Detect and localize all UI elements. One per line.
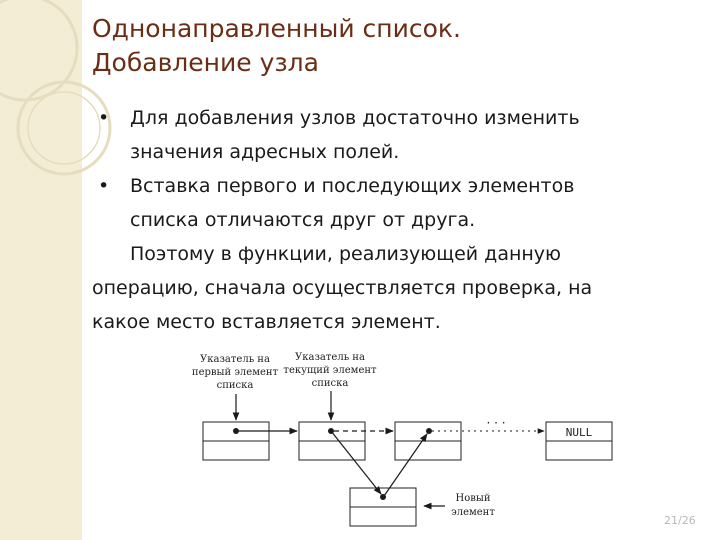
ellipsis-label: · · ·: [486, 416, 505, 430]
link-current-to-new: [330, 430, 382, 495]
pointer-dot: [233, 428, 239, 434]
slide-title: Однонаправленный список. Добавление узла: [92, 12, 702, 80]
title-line-2: Добавление узла: [92, 48, 319, 77]
paragraph-line: какое место вставляется элемент.: [92, 311, 441, 333]
label-current-pointer-line: текущий элемент: [283, 365, 377, 376]
slide-number: 21/26: [664, 514, 696, 527]
bullet-continuation: списка отличаются друг от друга.: [130, 209, 476, 231]
title-line-1: Однонаправленный список.: [92, 14, 461, 43]
bullet-item: • Вставка первого и последующих элементо…: [92, 169, 712, 203]
label-current-pointer-line: списка: [312, 378, 349, 389]
null-label: NULL: [566, 426, 593, 439]
ornament-ring-small: [16, 80, 112, 176]
label-new-element-line: элемент: [451, 507, 495, 518]
label-first-pointer-line: первый элемент: [192, 367, 279, 378]
label-new-element-line: Новый: [456, 493, 491, 504]
link-new-to-next: [383, 433, 428, 497]
bullet-continuation: значения адресных полей.: [130, 141, 400, 163]
label-first-pointer-line: Указатель на: [200, 354, 270, 365]
label-first-pointer-line: списка: [217, 380, 254, 391]
ornament-ring-large: [0, 0, 79, 102]
paragraph-line: Поэтому в функции, реализующей данную: [130, 243, 562, 265]
bullet-text: Для добавления узлов достаточно изменить: [130, 107, 580, 129]
bullet-text: Вставка первого и последующих элементов: [130, 175, 575, 197]
pointer-dot: [426, 428, 432, 434]
bullet-dot: •: [98, 107, 110, 129]
slide-body: • Для добавления узлов достаточно измени…: [92, 101, 712, 339]
side-panel: [0, 0, 82, 540]
label-current-pointer-line: Указатель на: [295, 352, 365, 363]
bullet-dot: •: [98, 175, 110, 197]
ornament-ring-inner: [27, 91, 101, 165]
paragraph-line: операцию, сначала осуществляется проверк…: [92, 277, 593, 299]
bullet-item: • Для добавления узлов достаточно измени…: [92, 101, 712, 135]
